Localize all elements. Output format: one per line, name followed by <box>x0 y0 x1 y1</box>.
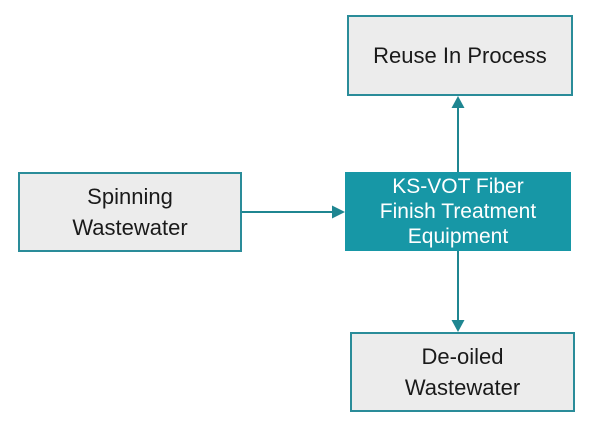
arrow-ksvot-to-deoiled <box>451 251 465 332</box>
node-spinning-wastewater: Spinning Wastewater <box>18 172 242 252</box>
node-deoiled-wastewater: De-oiled Wastewater <box>350 332 575 412</box>
node-reuse-in-process: Reuse In Process <box>347 15 573 96</box>
node-ksvot-treatment-equipment: KS-VOT Fiber Finish Treatment Equipment <box>345 172 571 251</box>
arrow-ksvot-to-reuse <box>451 96 465 172</box>
arrow-spinning-to-ksvot <box>242 205 345 219</box>
